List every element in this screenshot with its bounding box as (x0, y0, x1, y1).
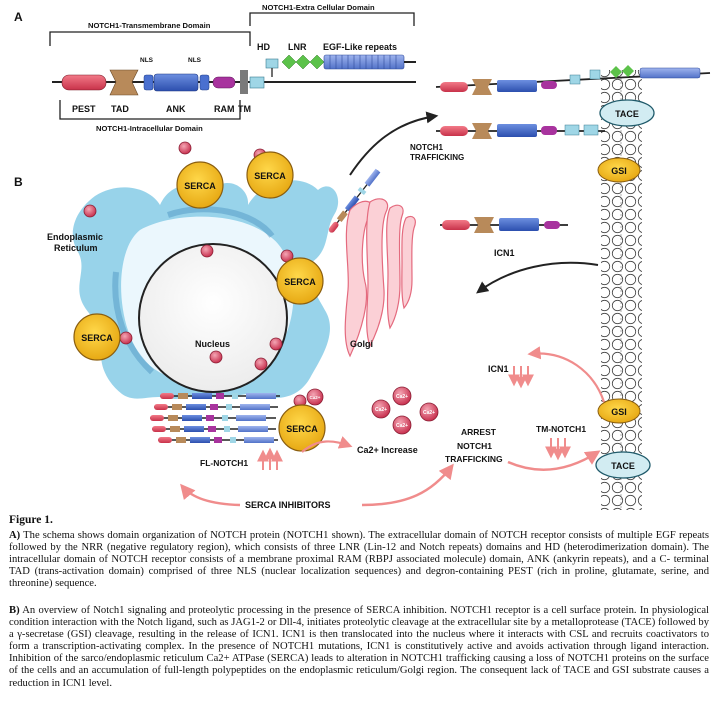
tm-notch1-decrease-arrows (545, 438, 571, 461)
figure-title: Figure 1. (9, 514, 53, 526)
svg-text:Ca2+: Ca2+ (375, 407, 387, 413)
notch1-domain-schema (52, 54, 416, 96)
nucleus (138, 243, 288, 393)
trafficking-notch1 (328, 168, 381, 233)
caption-a: A) The schema shows domain organization … (9, 530, 709, 590)
caption-a-text: The schema shows domain organization of … (9, 530, 709, 590)
nls-label-2: NLS (188, 57, 202, 64)
er-label: Endoplasmic Reticulum (47, 232, 106, 253)
surface-receptor-1 (435, 65, 711, 95)
svg-text:SERCA: SERCA (184, 181, 216, 191)
figure-illustration: A NOTCH1-Extra Cellular Domain NOTCH1-Tr… (14, 3, 711, 510)
serca-pump-3: SERCA (276, 257, 324, 305)
panel-label-b: B (14, 175, 23, 189)
transmembrane-bracket (49, 31, 251, 46)
ram-label: RAM (214, 104, 235, 114)
nls-label-1: NLS (140, 57, 154, 64)
tm-notch1-label: TM-NOTCH1 (536, 424, 586, 434)
caption-a-label: A) (9, 530, 21, 541)
tm-label: TM (238, 104, 251, 114)
svg-text:Ca2+: Ca2+ (423, 410, 435, 416)
svg-text:TACE: TACE (615, 109, 639, 119)
golgi (344, 198, 416, 358)
fl-notch1-increase-arrows (257, 447, 283, 470)
serca-pump-1: SERCA (176, 161, 224, 209)
svg-text:SERCA: SERCA (284, 277, 316, 287)
pest-label: PEST (72, 104, 96, 114)
er-vesicles (83, 141, 307, 408)
tace-bottom: TACE (595, 451, 651, 479)
fl-notch1-label: FL-NOTCH1 (200, 458, 248, 468)
nucleus-label: Nucleus (195, 339, 230, 349)
gsi-top: GSI (597, 157, 641, 183)
arrest-arrow (507, 450, 601, 471)
caption-b-label: B) (9, 605, 20, 616)
golgi-label: Golgi (350, 339, 373, 349)
svg-text:Ca2+: Ca2+ (310, 395, 321, 400)
svg-text:GSI: GSI (611, 407, 627, 417)
serca-pump-4: SERCA (73, 313, 121, 361)
icn1-label-bottom: ICN1 (488, 364, 509, 374)
fl-notch1-stack (150, 393, 280, 443)
serca-to-ca-arrow (301, 436, 353, 453)
gsi-bottom: GSI (597, 398, 641, 424)
cell-membrane (601, 70, 642, 510)
svg-text:SERCA: SERCA (81, 333, 113, 343)
inhibitors-right-arrow (361, 463, 454, 507)
egf-label: EGF-Like repeats (323, 42, 397, 52)
svg-text:GSI: GSI (611, 166, 627, 176)
svg-text:TACE: TACE (611, 461, 635, 471)
serca-inhibitors-label: SERCA INHIBITORS (245, 500, 331, 510)
icn1-decrease-arrows (508, 366, 534, 389)
hd-label: HD (257, 42, 270, 52)
serca-pump-2: SERCA (246, 151, 294, 199)
trafficking-arrow (349, 111, 439, 176)
intracellular-domain-label: NOTCH1-Intracellular Domain (96, 124, 203, 133)
inhibitors-left-arrow (180, 483, 241, 507)
extracellular-bracket (249, 12, 415, 26)
caption-b-text: An overview of Notch1 signaling and prot… (9, 605, 709, 689)
notch1-trafficking-label: NOTCH1 TRAFFICKING (410, 143, 464, 162)
icn1-label-top: ICN1 (494, 248, 515, 258)
svg-text:Ca2+: Ca2+ (396, 423, 408, 429)
svg-text:SERCA: SERCA (286, 424, 318, 434)
intracellular-bracket (59, 100, 241, 120)
caption-b: B) An overview of Notch1 signaling and p… (9, 605, 709, 690)
calcium-ion-serca: Ca2+ (306, 388, 324, 406)
lnr-label: LNR (288, 42, 307, 52)
calcium-cluster: Ca2+ Ca2+ Ca2+ Ca2+ (371, 386, 439, 435)
serca-pump-5: SERCA (278, 404, 326, 452)
tad-label: TAD (111, 104, 129, 114)
extracellular-domain-label: NOTCH1-Extra Cellular Domain (262, 3, 375, 12)
gsi-to-icn1-arrow (527, 346, 606, 403)
transmembrane-domain-label: NOTCH1-Transmembrane Domain (88, 21, 211, 30)
svg-text:Ca2+: Ca2+ (396, 394, 408, 400)
tace-top: TACE (599, 99, 655, 127)
arrest-trafficking-label: ARREST NOTCH1 TRAFFICKING (445, 427, 503, 464)
surface-receptor-2 (436, 123, 605, 139)
icn1-fragment (440, 217, 568, 233)
svg-text:SERCA: SERCA (254, 171, 286, 181)
icn1-translocation-arrow (476, 261, 599, 294)
ca-increase-label: Ca2+ Increase (357, 445, 418, 455)
ank-label: ANK (166, 104, 186, 114)
panel-label-a: A (14, 10, 23, 24)
